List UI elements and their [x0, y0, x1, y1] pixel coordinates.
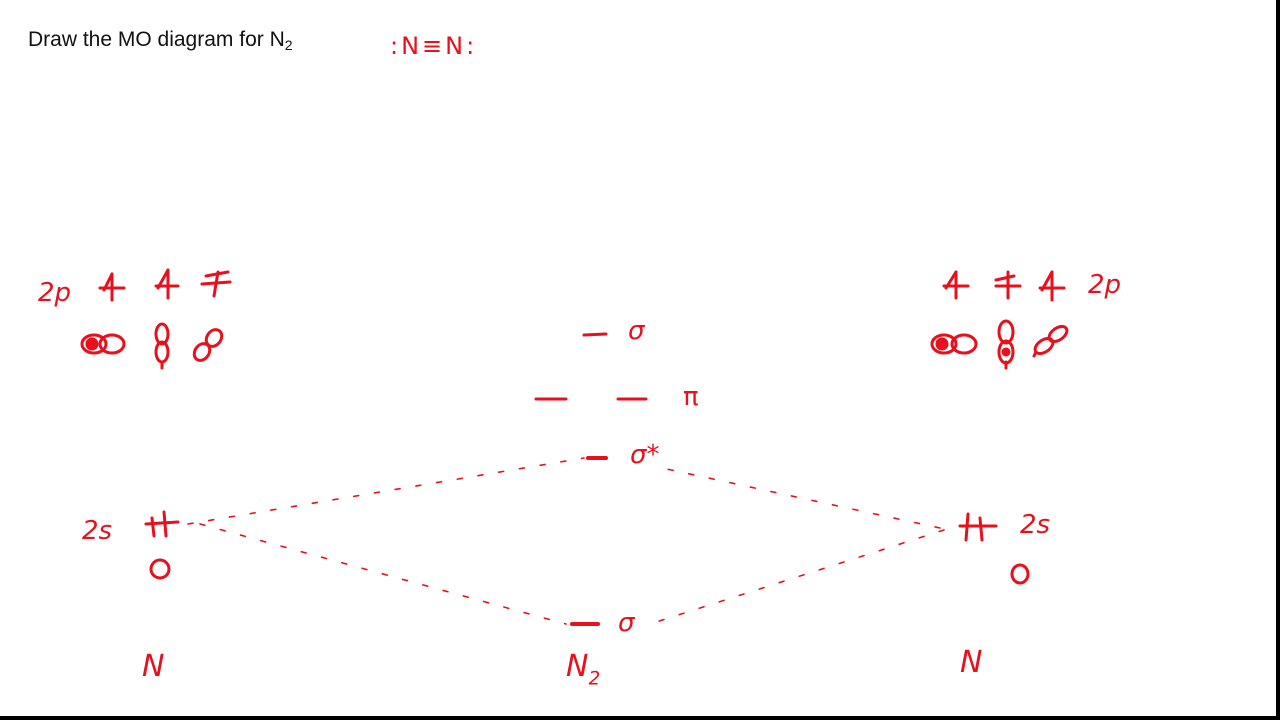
correlation-line-left-to-sigma [199, 523, 567, 625]
pi-label: π [683, 382, 699, 412]
lewis-structure: :N≡N: [390, 32, 478, 60]
right-2p-electron-3 [1038, 270, 1066, 302]
right-2s-electron-pair [958, 512, 998, 542]
right-2p-label: 2p [1088, 270, 1122, 300]
correlation-line-right-to-sigma [649, 529, 945, 625]
right-py-orbital-sketch [997, 319, 1015, 370]
sigma-star-label: σ* [630, 440, 660, 470]
left-2p-label: 2p [38, 278, 72, 308]
right-2p-electron-2 [994, 270, 1022, 300]
left-atom-label: N [142, 649, 165, 684]
sigma-top-label: σ [628, 316, 645, 346]
correlation-line-right-to-sigma-star [661, 467, 941, 529]
right-2s-orbital-sketch [1010, 563, 1030, 585]
molecule-label-subscript: 2 [588, 668, 601, 690]
left-2p-electron-1 [98, 272, 126, 302]
sigma-bottom-label: σ [618, 608, 635, 638]
left-2s-label: 2s [82, 516, 113, 546]
title-subscript: 2 [284, 37, 293, 53]
title-text: Draw the MO diagram for N [28, 28, 285, 51]
left-px-orbital-sketch [80, 333, 126, 355]
slide-title: Draw the MO diagram for N2 [28, 28, 293, 53]
right-px-orbital-sketch [930, 333, 978, 355]
sigma-top-level [582, 332, 608, 337]
left-2s-electron-pair [144, 510, 180, 538]
right-2s-label: 2s [1020, 510, 1051, 540]
molecule-label: N2 [566, 652, 600, 689]
right-pz-orbital-sketch [1032, 324, 1069, 358]
left-2s-orbital-sketch [149, 558, 171, 580]
left-2p-electron-2 [154, 268, 180, 300]
left-2p-electron-3 [200, 270, 232, 298]
left-pz-orbital-sketch [192, 328, 224, 362]
molecule-label-text: N [566, 649, 589, 684]
left-py-orbital-sketch [154, 322, 170, 370]
correlation-line-left-to-sigma-star [187, 457, 585, 525]
right-atom-label: N [960, 645, 983, 680]
right-2p-electron-1 [942, 270, 970, 300]
